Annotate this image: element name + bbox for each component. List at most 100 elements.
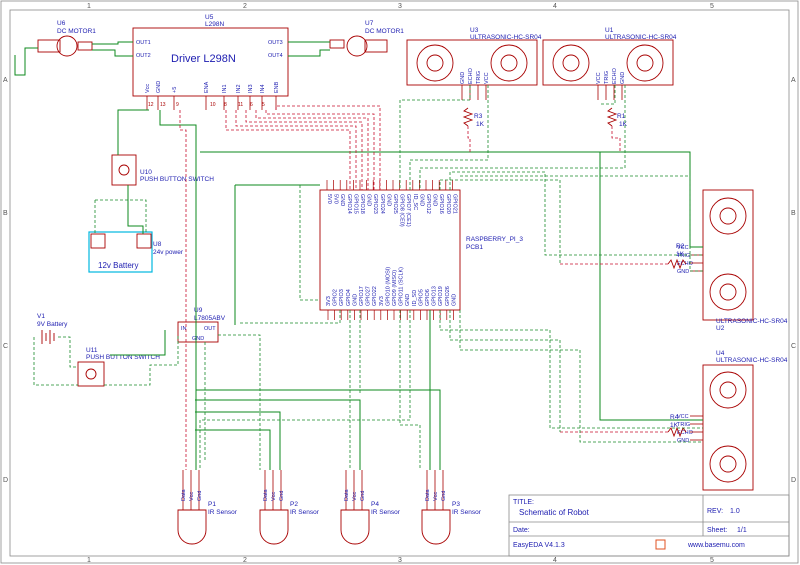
pcb1-top-pin: GPIO12 — [425, 194, 431, 214]
wire-u1-echo — [419, 85, 626, 190]
u9-name: L7805ABV — [194, 315, 226, 322]
wire-u11-reg — [104, 335, 179, 386]
tb-rev: 1.0 — [730, 508, 740, 515]
u5-pin-num: 6 — [250, 102, 253, 108]
r1-resistor[interactable]: R1 1K — [606, 107, 628, 128]
u4-pins-echo: ECHO — [677, 430, 694, 436]
u5-pin-num: 9 — [176, 102, 179, 108]
u3-pins-echo: ECHO — [468, 67, 474, 84]
u11-name: PUSH BUTTON SWITCH — [86, 354, 160, 361]
u7-dc-motor[interactable]: U7 DC MOTOR1 — [329, 20, 404, 57]
u8-label: 12v Battery — [98, 261, 138, 270]
wire-3v3 — [240, 310, 341, 324]
u4-transducer-top — [709, 371, 747, 409]
ir-pin-data: Data — [344, 488, 350, 501]
wire-in2 — [245, 110, 363, 190]
v1-battery[interactable]: V1 9V Battery — [37, 313, 68, 344]
ir-pin-vcc: Vcc — [189, 492, 195, 501]
u1-name: ULTRASONIC-HC-SR04 — [605, 34, 677, 41]
u8-terminal-pos — [136, 233, 152, 249]
u9-regulator[interactable]: U9 L7805ABV IN OUT GND — [177, 307, 226, 343]
u7-name: DC MOTOR1 — [365, 28, 404, 35]
u4-body — [702, 364, 754, 491]
u8-battery[interactable]: 12v Battery U8 24v power — [88, 231, 184, 273]
pcb1-top-pin: 5V0 — [333, 194, 339, 204]
pcb1-bottom-pin: GPIO27 — [366, 286, 372, 306]
wire-u2-gnd — [460, 175, 703, 272]
pcb1-top-pin: GPIO14 — [346, 194, 352, 214]
r2-resistor[interactable]: R2 1K — [667, 243, 687, 270]
u1-transducer-right — [626, 44, 664, 82]
tb-rev-label: REV: — [707, 508, 723, 515]
tb-title: Schematic of Robot — [519, 508, 590, 517]
u5-pin-num: 8 — [224, 102, 227, 108]
wire-5v-ir — [179, 110, 187, 470]
grid-col-bottom-3: 3 — [398, 557, 402, 564]
wire-gnd-main — [159, 110, 197, 470]
u6-dc-motor[interactable]: U6 DC MOTOR1 — [37, 20, 96, 57]
u1-inner-left — [562, 54, 580, 72]
wire-5v-bus — [200, 151, 703, 248]
u3-body — [406, 39, 538, 86]
pcb1-bottom-pin: GPIO26 — [445, 286, 451, 306]
u2-name: ULTRASONIC-HC-SR04 — [716, 318, 788, 325]
u4-inner-bottom — [719, 455, 737, 473]
u1-body — [542, 39, 674, 86]
tb-title-label: TITLE: — [513, 499, 534, 506]
pcb1-bottom-pin: GPIO3 — [339, 289, 345, 306]
u2-inner-top — [719, 207, 737, 225]
r4-val: 1K — [670, 422, 679, 429]
u9-in: IN — [181, 326, 187, 332]
pcb1-bottom-pin: GPIO2 — [333, 289, 339, 306]
wire-u2-echo — [439, 179, 561, 264]
r1-ref: R1 — [617, 113, 626, 120]
u7-motor-icon — [346, 35, 368, 57]
pcb1-top-pin: GPIO8 (CE0) — [399, 194, 405, 227]
r1-val: 1K — [619, 121, 628, 128]
u2-pins-trig: TRIG — [677, 253, 690, 259]
u10-push-button[interactable]: U10 PUSH BUTTON SWITCH — [111, 154, 214, 186]
grid-col-2: 2 — [243, 3, 247, 10]
u11-push-button[interactable]: U11 PUSH BUTTON SWITCH — [77, 347, 160, 387]
u6-ref: U6 — [57, 20, 66, 27]
wire-u10-bat — [127, 185, 144, 234]
u4-ref: U4 — [716, 350, 725, 357]
u9-body — [177, 321, 219, 343]
ir-pin-vcc: Vcc — [271, 492, 277, 501]
wire-u4-echo — [449, 310, 561, 432]
wire-u3-echo — [409, 85, 489, 190]
pcb1-top-pin: GPIO25 — [392, 194, 398, 214]
grid-col-3: 3 — [398, 3, 402, 10]
u5-pin-out3: OUT3 — [268, 40, 283, 46]
u1-inner-right — [636, 54, 654, 72]
v1-ref: V1 — [37, 313, 45, 320]
r2-ref: R2 — [676, 243, 685, 250]
pcb1-top-pin: GND — [385, 194, 391, 206]
u5-pin-num: 12 — [148, 102, 154, 108]
pcb1-bottom-pin: GPIO10 (MOSI) — [385, 267, 391, 306]
grid-row-right-D: D — [791, 477, 796, 484]
wire-in1 — [235, 110, 357, 190]
r3-resistor[interactable]: R3 1K — [462, 107, 485, 128]
pcb1-top-pin: GND — [339, 194, 345, 206]
u5-pin-out4: OUT4 — [268, 53, 283, 59]
u5-l298n-driver[interactable]: U5 L298N Driver L298N OUT1 OUT2 OUT3 OUT… — [132, 14, 289, 110]
ir-sensor-name: IR Sensor — [452, 509, 482, 516]
u6-body — [37, 39, 61, 53]
pcb1-ref: PCB1 — [466, 244, 483, 251]
ir-sensor-body — [421, 509, 451, 545]
pcb1-top-pin: GPIO16 — [438, 194, 444, 214]
